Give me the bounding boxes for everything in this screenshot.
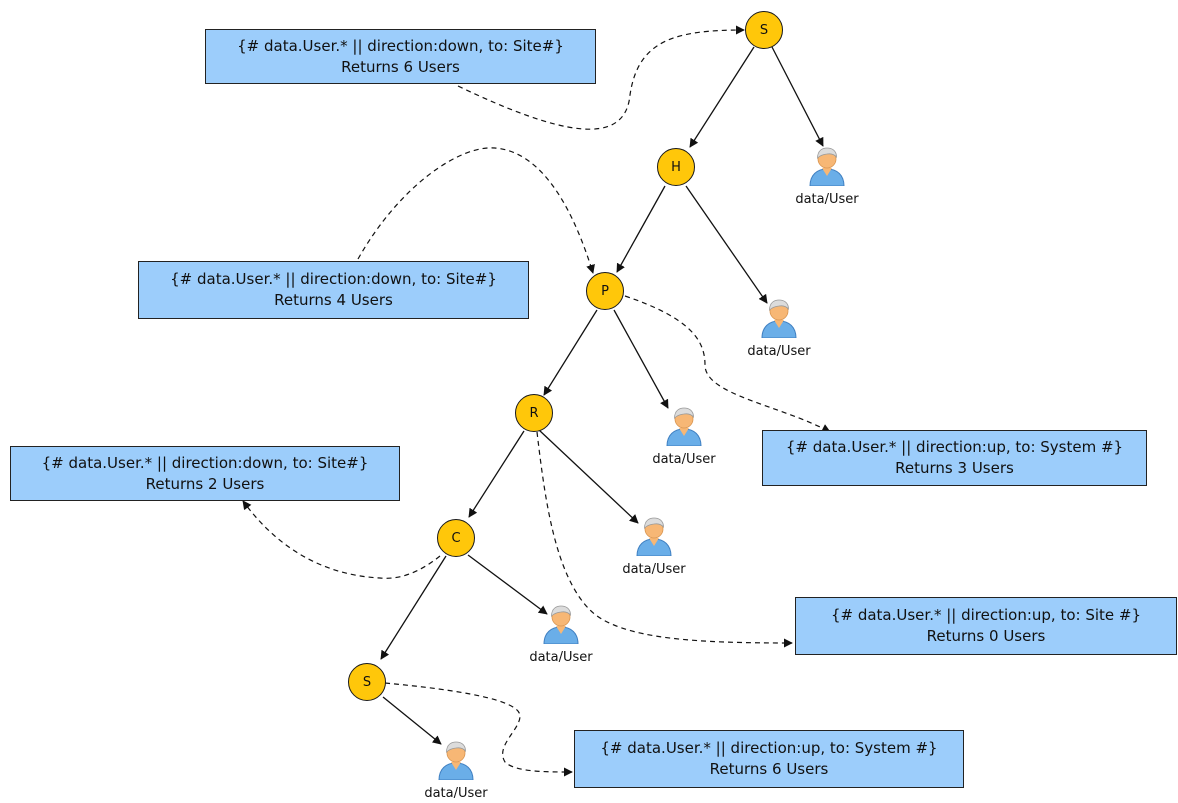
user-label: data/User	[424, 786, 488, 801]
node-r: R	[515, 394, 553, 432]
user-icon	[666, 407, 702, 446]
query-link-p-up	[624, 295, 831, 433]
edge-s-h	[689, 46, 755, 148]
user-icon	[809, 147, 845, 186]
user-item-s: data/User	[787, 146, 867, 207]
node-s-top: S	[745, 11, 783, 49]
note-query: {# data.User.* || direction:down, to: Si…	[41, 453, 369, 472]
edge-c-s	[380, 555, 447, 660]
query-note-r: {# data.User.* || direction:up, to: Site…	[795, 597, 1177, 655]
user-item-p: data/User	[644, 406, 724, 467]
edge-c-user	[467, 554, 548, 615]
user-label: data/User	[622, 562, 686, 577]
user-item-s2: data/User	[416, 740, 496, 801]
user-icon	[636, 517, 672, 556]
node-c: C	[437, 519, 475, 557]
edge-s-user	[771, 46, 824, 147]
note-query: {# data.User.* || direction:up, to: Site…	[830, 606, 1142, 624]
user-label: data/User	[747, 344, 811, 359]
query-note-c: {# data.User.* || direction:down, to: Si…	[10, 446, 400, 501]
edge-p-user	[613, 309, 669, 409]
user-icon	[543, 605, 579, 644]
query-note-s-top: {# data.User.* || direction:down, to: Si…	[205, 29, 596, 84]
query-link-s-bottom	[384, 682, 573, 777]
query-note-p-down: {# data.User.* || direction:down, to: Si…	[138, 261, 529, 319]
query-note-p-up: {# data.User.* || direction:up, to: Syst…	[762, 430, 1147, 486]
note-query: {# data.User.* || direction:down, to: Si…	[237, 36, 564, 55]
edge-h-user	[685, 185, 768, 304]
query-link-s-top	[457, 25, 745, 130]
query-link-r	[536, 431, 793, 648]
user-item-h: data/User	[739, 298, 819, 359]
note-result: Returns 6 Users	[341, 57, 460, 76]
edge-r-user	[538, 429, 639, 524]
edge-r-c	[468, 430, 525, 518]
edge-s-user2	[382, 696, 442, 745]
note-result: Returns 0 Users	[926, 627, 1046, 645]
user-item-c: data/User	[521, 604, 601, 665]
note-query: {# data.User.* || direction:down, to: Si…	[170, 270, 497, 288]
user-icon	[438, 741, 474, 780]
user-icon	[761, 299, 797, 338]
node-s-bottom: S	[348, 663, 386, 701]
node-h: H	[657, 148, 695, 186]
query-note-s-bottom: {# data.User.* || direction:up, to: Syst…	[574, 730, 964, 788]
query-link-p-down	[357, 147, 595, 274]
node-p: P	[586, 272, 624, 310]
user-label: data/User	[529, 650, 593, 665]
edge-p-r	[543, 309, 598, 396]
query-link-c	[242, 500, 441, 579]
note-result: Returns 2 Users	[145, 474, 265, 493]
user-item-r: data/User	[614, 516, 694, 577]
note-result: Returns 4 Users	[274, 291, 393, 309]
note-query: {# data.User.* || direction:up, to: Syst…	[785, 438, 1124, 456]
edge-h-p	[616, 185, 666, 273]
note-result: Returns 6 Users	[709, 760, 829, 778]
user-label: data/User	[652, 452, 716, 467]
note-query: {# data.User.* || direction:up, to: Syst…	[600, 739, 938, 757]
note-result: Returns 3 Users	[895, 459, 1014, 477]
user-label: data/User	[795, 192, 859, 207]
